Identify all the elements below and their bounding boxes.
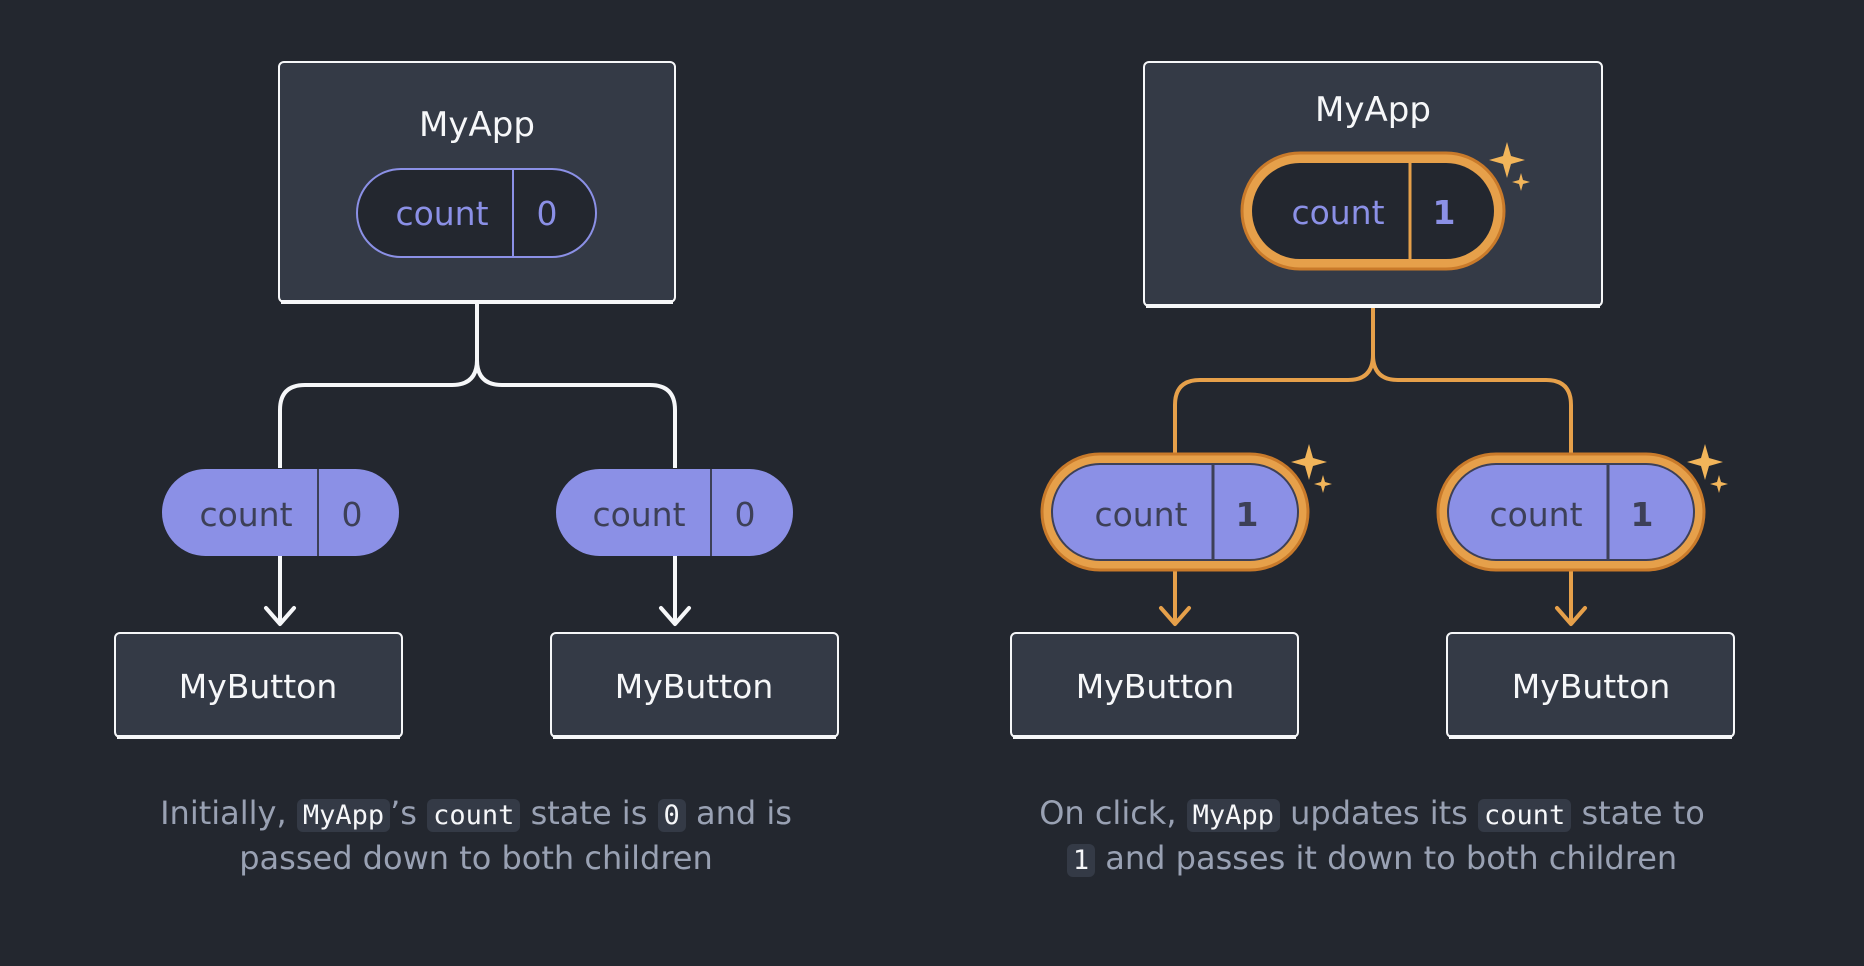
connector-left-to-child1 [278,303,479,468]
state-label: count [199,495,292,534]
caption-text: and is [685,794,792,832]
caption-text: passed down to both children [239,839,713,877]
right-panel: MyApp count 1 count 1 [1010,61,1735,739]
caption-text: Initially, [160,794,297,832]
right-child1-component: MyButton [1010,632,1299,739]
right-child2-state-pill: count 1 [1436,452,1706,572]
caption-text: and passes it down to both children [1095,839,1678,877]
inline-code: MyApp [296,799,391,832]
caption-text: state to [1571,794,1705,832]
state-label: count [1094,495,1187,534]
connector-right-to-child1 [1173,306,1375,455]
component-name: MyButton [179,667,338,706]
inline-code: MyApp [1186,799,1280,832]
left-parent-component: MyApp count 0 [278,61,676,304]
right-parent-component: MyApp count 1 [1143,61,1603,308]
state-value: 0 [537,194,558,233]
caption-text: updates its [1279,794,1478,832]
left-child1-state-pill: count 0 [162,469,399,556]
sparkle-icon [1687,444,1728,493]
state-value: 0 [342,495,363,534]
component-name: MyButton [1512,667,1671,706]
left-child2-state-pill: count 0 [556,469,793,556]
state-value: 1 [1236,495,1259,534]
component-name: MyApp [419,105,535,145]
inline-code: 1 [1066,844,1096,877]
caption-text: On click, [1039,794,1187,832]
arrow-down-icon [1555,568,1587,626]
arrow-down-icon [264,554,296,626]
state-value: 0 [735,495,756,534]
inline-code: count [1478,799,1572,832]
connector-right-to-child2 [1371,354,1573,455]
state-value: 1 [1433,193,1456,232]
component-name: MyButton [1076,667,1235,706]
component-name: MyApp [1315,90,1431,130]
component-name: MyButton [615,667,774,706]
left-panel: MyApp count 0 count 0 count 0 MyButton [114,61,839,739]
state-label: count [592,495,685,534]
left-child1-component: MyButton [114,632,403,739]
right-caption: On click, MyApp updates its count state … [990,792,1754,882]
connector-left-to-child2 [475,359,677,468]
state-value: 1 [1631,495,1654,534]
left-parent-state-pill: count 0 [356,168,597,258]
inline-code: count [427,799,521,832]
sparkle-icon [1291,444,1332,493]
left-caption: Initially, MyApp’s count state is 0 and … [100,792,852,879]
state-label: count [395,194,488,233]
state-label: count [1291,193,1384,232]
arrow-down-icon [659,554,691,626]
right-child1-state-pill: count 1 [1040,452,1310,572]
caption-text: ’s [390,794,428,832]
left-child2-component: MyButton [550,632,839,739]
arrow-down-icon [1159,568,1191,626]
right-parent-state-pill: count 1 [1240,151,1506,271]
state-label: count [1489,495,1582,534]
caption-text: state is [520,794,658,832]
right-child2-component: MyButton [1446,632,1735,739]
sparkle-icon [1489,142,1530,191]
inline-code: 0 [657,799,686,832]
